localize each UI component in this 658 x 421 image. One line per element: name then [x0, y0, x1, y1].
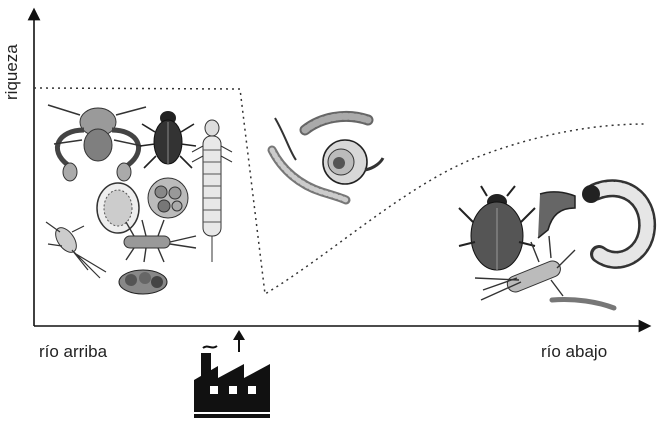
factory-icon	[194, 346, 270, 418]
water-bug-icon	[459, 186, 535, 270]
up-arrow-icon	[233, 330, 245, 352]
stonefly-nymph-icon	[124, 220, 196, 262]
beetle-icon	[140, 111, 196, 168]
snail-icon	[323, 140, 383, 184]
leech-icon	[538, 192, 575, 238]
limpet-icon	[97, 183, 139, 233]
x-axis-label-upstream: río arriba	[39, 342, 107, 362]
x-axis-label-downstream: río abajo	[541, 342, 607, 362]
worm-small-icon	[552, 299, 614, 308]
caddis-case-icon	[148, 178, 188, 218]
pebble-case-icon	[119, 270, 167, 294]
larva-icon	[192, 120, 232, 262]
crayfish-icon	[48, 105, 146, 181]
y-axis-label: riqueza	[2, 44, 22, 100]
mayfly-icon	[46, 222, 106, 278]
larva-curled-icon	[582, 185, 647, 260]
